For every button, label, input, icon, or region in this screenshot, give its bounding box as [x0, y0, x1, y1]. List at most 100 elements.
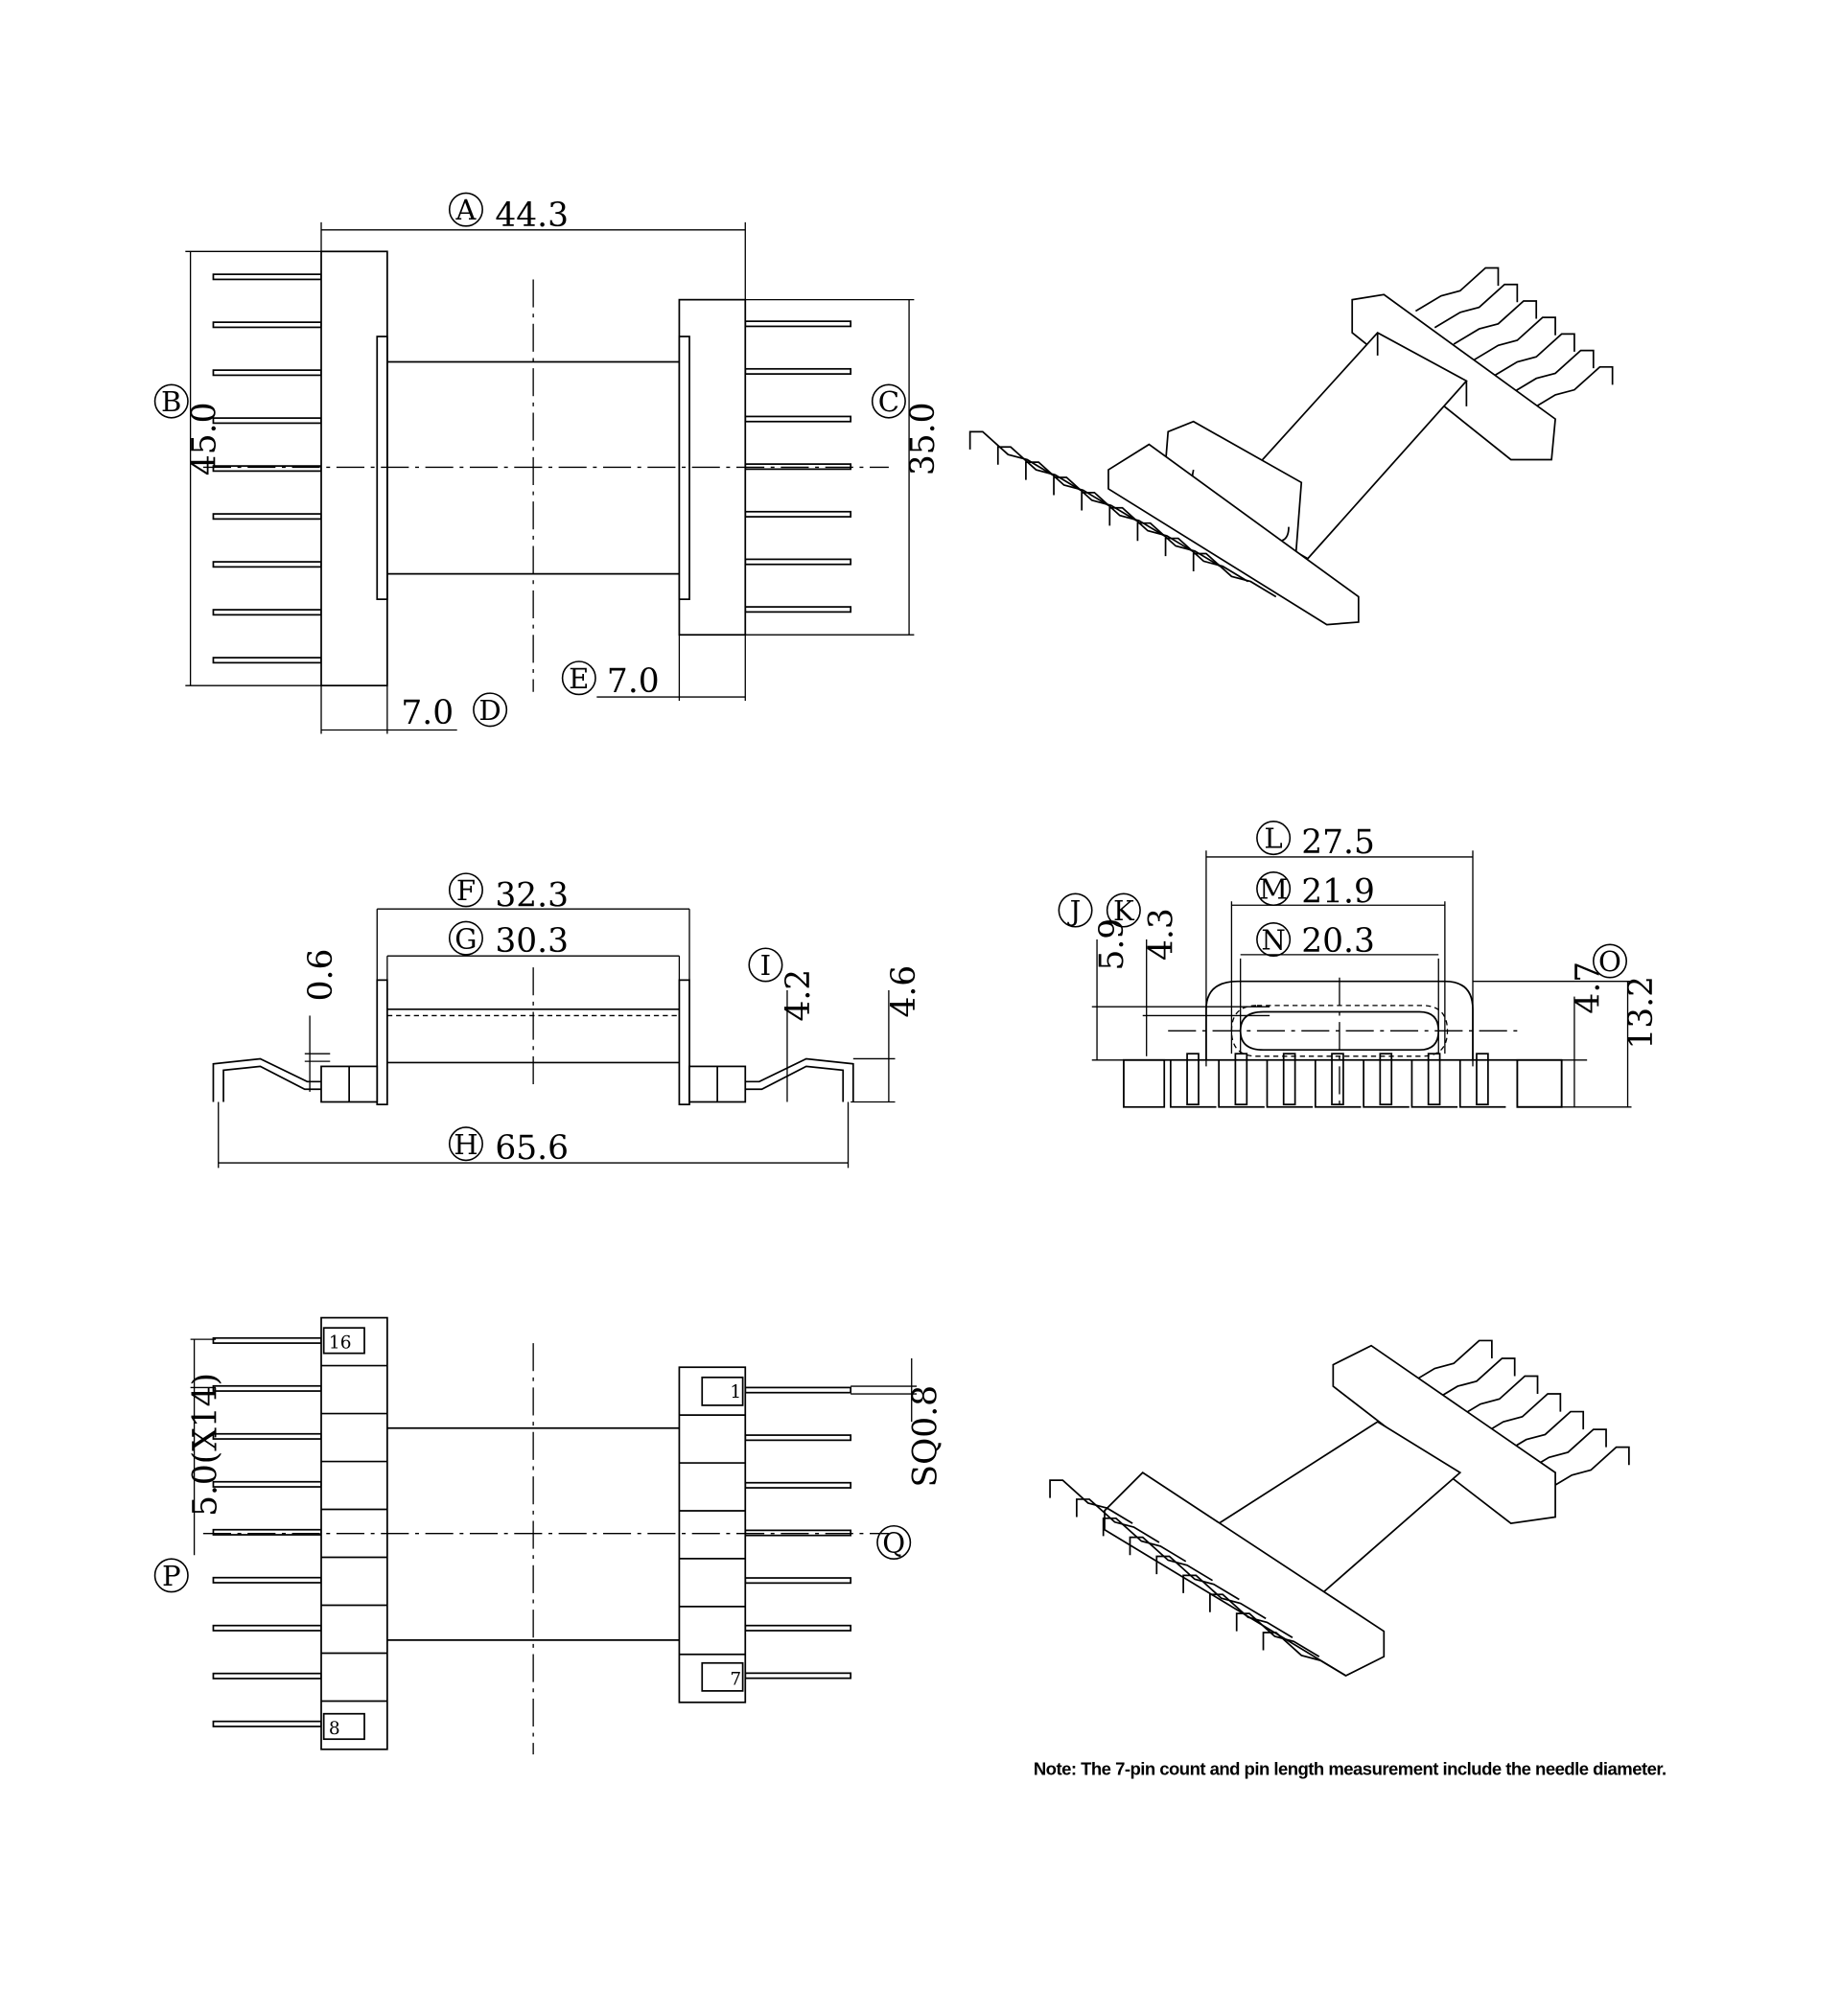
dim-letter-g: G: [454, 922, 477, 955]
dim-value-h: 65.6: [495, 1129, 569, 1168]
iso-pin: [1453, 300, 1538, 345]
dim-value-b: 45.0: [185, 403, 223, 476]
iso-pin: [1182, 1574, 1267, 1620]
pin-number-16: 16: [329, 1332, 352, 1353]
dim-value-pin-offset: 0.6: [302, 949, 340, 1002]
pin: [212, 1672, 322, 1680]
pin: [744, 558, 852, 566]
pin: [212, 561, 322, 568]
iso-pin: [1076, 1498, 1160, 1543]
iso-pin: [1433, 283, 1519, 329]
top-view: A 44.3 B 45.0 C 35.0 7.0 D E 7.0: [153, 192, 943, 734]
left-pins: [212, 1336, 322, 1727]
dim-letter-e: E: [569, 662, 589, 695]
dim-letter-p: P: [162, 1560, 181, 1592]
side-view: F 32.3 G 30.3 0.6 I 4.2 4.6 H 65.6: [212, 872, 923, 1169]
dim-value-c: 35.0: [904, 403, 943, 476]
pin: [212, 513, 322, 521]
dim-letter-b: B: [161, 385, 181, 418]
pin: [212, 321, 322, 329]
dim-value-a: 44.3: [495, 197, 569, 235]
end-view: L 27.5 M 21.9 N 20.3 J K 5.9 4.3 O 4.7 1…: [1058, 821, 1661, 1111]
dim-letter-q: Q: [882, 1527, 905, 1560]
iso-pin: [1414, 266, 1500, 313]
dim-letter-n: N: [1261, 924, 1285, 957]
dim-letter-o: O: [1598, 945, 1621, 978]
iso-pin: [1235, 1612, 1320, 1657]
dim-value-j: 5.9: [1093, 918, 1131, 971]
dim-letter-j: J: [1067, 894, 1082, 927]
pin-number-8: 8: [329, 1719, 340, 1739]
iso-pin: [1262, 1632, 1347, 1677]
dim-letter-l: L: [1264, 823, 1282, 855]
iso-pin: [1025, 461, 1109, 506]
dim-value-body-height: 4.7: [1570, 962, 1608, 1014]
pin-number-1: 1: [730, 1382, 741, 1402]
dim-value-k: 4.3: [1143, 908, 1181, 961]
dim-value-f: 32.3: [495, 877, 569, 915]
dim-value-q: SQ0.8: [906, 1385, 944, 1488]
pin: [212, 609, 322, 616]
iso-pin: [1102, 1517, 1187, 1563]
dim-letter-h: H: [454, 1128, 478, 1161]
iso-pin: [1523, 1428, 1607, 1473]
pin: [744, 1386, 852, 1394]
pin-number-7: 7: [730, 1669, 741, 1689]
iso-pin: [1510, 349, 1595, 395]
isometric-view-bottom: [1049, 1339, 1630, 1677]
pin: [212, 369, 322, 377]
pin: [212, 1432, 322, 1440]
iso-pin: [1546, 1446, 1630, 1492]
isometric-view-top: [968, 266, 1614, 626]
dim-value-pin-height: 4.6: [885, 965, 923, 1018]
pin: [212, 1720, 322, 1727]
note-text: Note: The 7-pin count and pin length mea…: [1034, 1758, 1666, 1778]
pin: [212, 1336, 322, 1344]
iso-pin: [1472, 316, 1556, 361]
bottom-view: 16 8 1 7 5.0(X14) P SQ0.8 Q: [153, 1316, 944, 1755]
dim-value-e: 7.0: [607, 662, 660, 701]
pin: [212, 1624, 322, 1632]
pin: [744, 1624, 852, 1632]
pin: [744, 415, 852, 423]
pin: [212, 1480, 322, 1488]
iso-pin: [1129, 1536, 1213, 1582]
dim-value-m: 21.9: [1301, 873, 1375, 912]
iso-pin: [1455, 1375, 1539, 1421]
dim-value-o: 13.2: [1622, 976, 1661, 1050]
pin: [744, 1577, 852, 1585]
left-pins: [212, 273, 322, 664]
dim-letter-f: F: [456, 874, 476, 907]
pin: [744, 320, 852, 328]
dim-letter-d: D: [478, 694, 501, 727]
dim-value-p: 5.0(X14): [187, 1373, 225, 1517]
pin: [212, 1576, 322, 1584]
iso-pin: [1432, 1357, 1516, 1402]
dim-letter-c: C: [878, 385, 899, 418]
pin: [212, 657, 322, 664]
iso-pin: [1500, 1410, 1585, 1456]
pin: [744, 1434, 852, 1442]
dim-value-d: 7.0: [401, 694, 454, 732]
dim-letter-m: M: [1259, 873, 1288, 906]
dim-value-g: 30.3: [495, 922, 569, 961]
pin: [744, 606, 852, 614]
pin: [212, 273, 322, 281]
iso-pin: [1049, 1479, 1133, 1524]
iso-pin: [1477, 1393, 1562, 1438]
pin: [212, 417, 322, 425]
pin: [744, 367, 852, 375]
iso-pin: [996, 446, 1082, 491]
pin: [744, 1672, 852, 1680]
dim-value-l: 27.5: [1301, 823, 1375, 862]
pin: [212, 1384, 322, 1392]
pin: [744, 1481, 852, 1489]
dim-letter-k: K: [1113, 894, 1135, 927]
pin: [744, 510, 852, 518]
dim-value-n: 20.3: [1301, 922, 1375, 961]
left-flange: [320, 250, 388, 687]
right-pins: [744, 320, 852, 614]
dim-letter-i: I: [760, 949, 772, 982]
iso-pin: [1529, 365, 1614, 411]
